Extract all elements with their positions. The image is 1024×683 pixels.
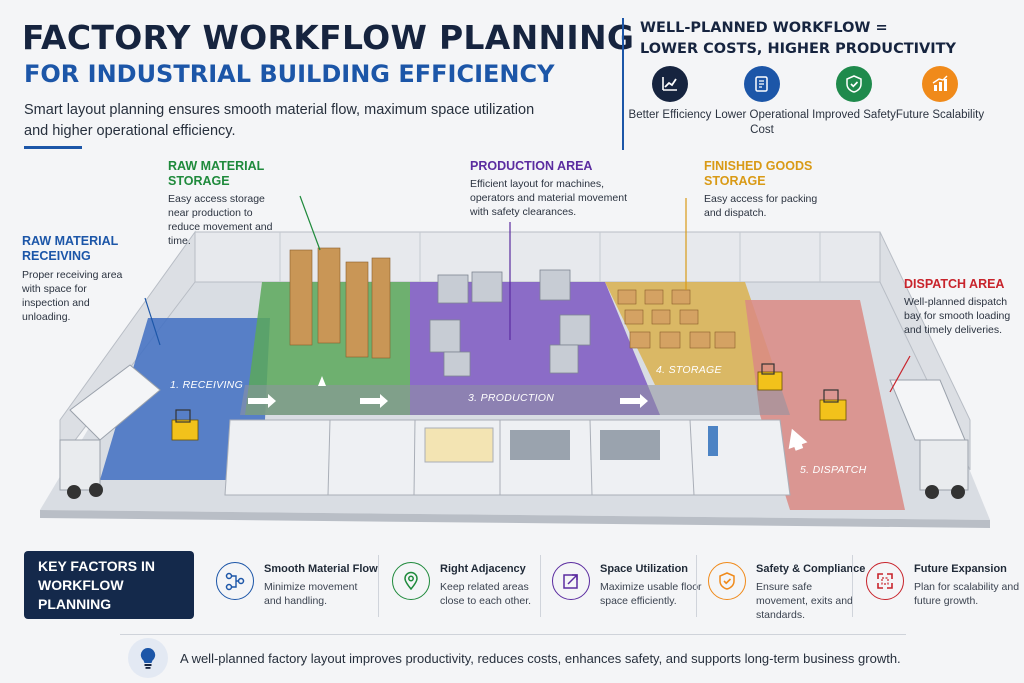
raw-material-racks bbox=[289, 247, 391, 359]
zone-dispatch-title: DISPATCH AREA bbox=[904, 277, 1005, 291]
zone-production-title: PRODUCTION AREA bbox=[470, 159, 593, 173]
factor-divider bbox=[696, 555, 697, 617]
zone-receiving-desc: Proper receiving area with space for ins… bbox=[22, 269, 123, 323]
zone-raw-storage-desc: Easy access storage near production to r… bbox=[168, 193, 273, 247]
expand-square-icon bbox=[552, 562, 590, 600]
zone-receiving-floor bbox=[100, 318, 270, 480]
forklift-dispatch-2 bbox=[819, 389, 847, 421]
main-aisle bbox=[240, 385, 790, 415]
document-dollar-icon bbox=[744, 66, 780, 102]
step-dispatch-label: 5. DISPATCH bbox=[800, 464, 867, 476]
zone-dispatch-desc: Well-planned dispatch bay for smooth loa… bbox=[904, 296, 1011, 336]
leader-receiving bbox=[144, 297, 161, 346]
benefit-better-efficiency: Better Efficiency bbox=[620, 66, 720, 123]
zone-raw-storage-floor bbox=[245, 282, 410, 415]
step-receiving-label: 1. RECEIVING bbox=[170, 379, 244, 391]
shield-check-icon bbox=[708, 562, 746, 600]
chart-line-icon bbox=[652, 66, 688, 102]
forklift-receiving bbox=[171, 409, 199, 441]
key-factors-heading-box: KEY FACTORS IN WORKFLOW PLANNING bbox=[24, 551, 194, 619]
zone-production-desc: Efficient layout for machines, operators… bbox=[470, 178, 627, 218]
production-machines bbox=[429, 269, 591, 377]
step-storage-label: 4. STORAGE bbox=[656, 364, 722, 376]
water-tank bbox=[708, 426, 718, 456]
leader-raw-storage bbox=[299, 195, 321, 251]
office-cabinets bbox=[510, 430, 660, 460]
key-factors-heading: KEY FACTORS IN WORKFLOW PLANNING bbox=[38, 557, 155, 612]
floor-slab-edge bbox=[40, 510, 990, 528]
expand-corners-icon bbox=[866, 562, 904, 600]
leader-dispatch bbox=[889, 355, 911, 393]
zone-production-floor bbox=[410, 282, 660, 415]
benefit-lower-operational-cost: Lower Operational Cost bbox=[712, 66, 812, 138]
footer-statement: A well-planned factory layout improves p… bbox=[180, 651, 901, 666]
flow-nodes-icon bbox=[216, 562, 254, 600]
lightbulb-icon bbox=[128, 638, 168, 678]
forklift-dispatch-1 bbox=[757, 363, 783, 391]
page-subtitle: FOR INDUSTRIAL BUILDING EFFICIENCY bbox=[24, 60, 555, 88]
footer-divider bbox=[120, 634, 906, 635]
back-wall-panels bbox=[279, 232, 821, 282]
factor-divider bbox=[378, 555, 379, 617]
flow-arrows bbox=[248, 376, 808, 451]
bar-growth-icon bbox=[922, 66, 958, 102]
benefits-heading: WELL-PLANNED WORKFLOW = LOWER COSTS, HIG… bbox=[640, 20, 957, 57]
intro-underline bbox=[24, 146, 82, 149]
truck-receiving bbox=[59, 364, 161, 499]
office-partitions bbox=[327, 419, 695, 496]
header-divider bbox=[622, 18, 624, 150]
step-production-label: 3. PRODUCTION bbox=[468, 392, 555, 404]
benefit-future-scalability: Future Scalability bbox=[890, 66, 990, 123]
finished-goods-pallets bbox=[617, 289, 736, 349]
office-desk-area bbox=[424, 427, 494, 463]
page-title: FACTORY WORKFLOW PLANNING bbox=[22, 18, 635, 57]
zone-finished-storage-desc: Easy access for packing and dispatch. bbox=[704, 193, 818, 219]
truck-dispatch bbox=[889, 379, 969, 499]
factor-divider bbox=[540, 555, 541, 617]
factor-divider bbox=[852, 555, 853, 617]
benefit-improved-safety: Improved Safety bbox=[804, 66, 904, 123]
location-pin-icon bbox=[392, 562, 430, 600]
intro-text: Smart layout planning ensures smooth mat… bbox=[24, 102, 535, 139]
shield-check-icon bbox=[836, 66, 872, 102]
office-row bbox=[224, 419, 791, 496]
